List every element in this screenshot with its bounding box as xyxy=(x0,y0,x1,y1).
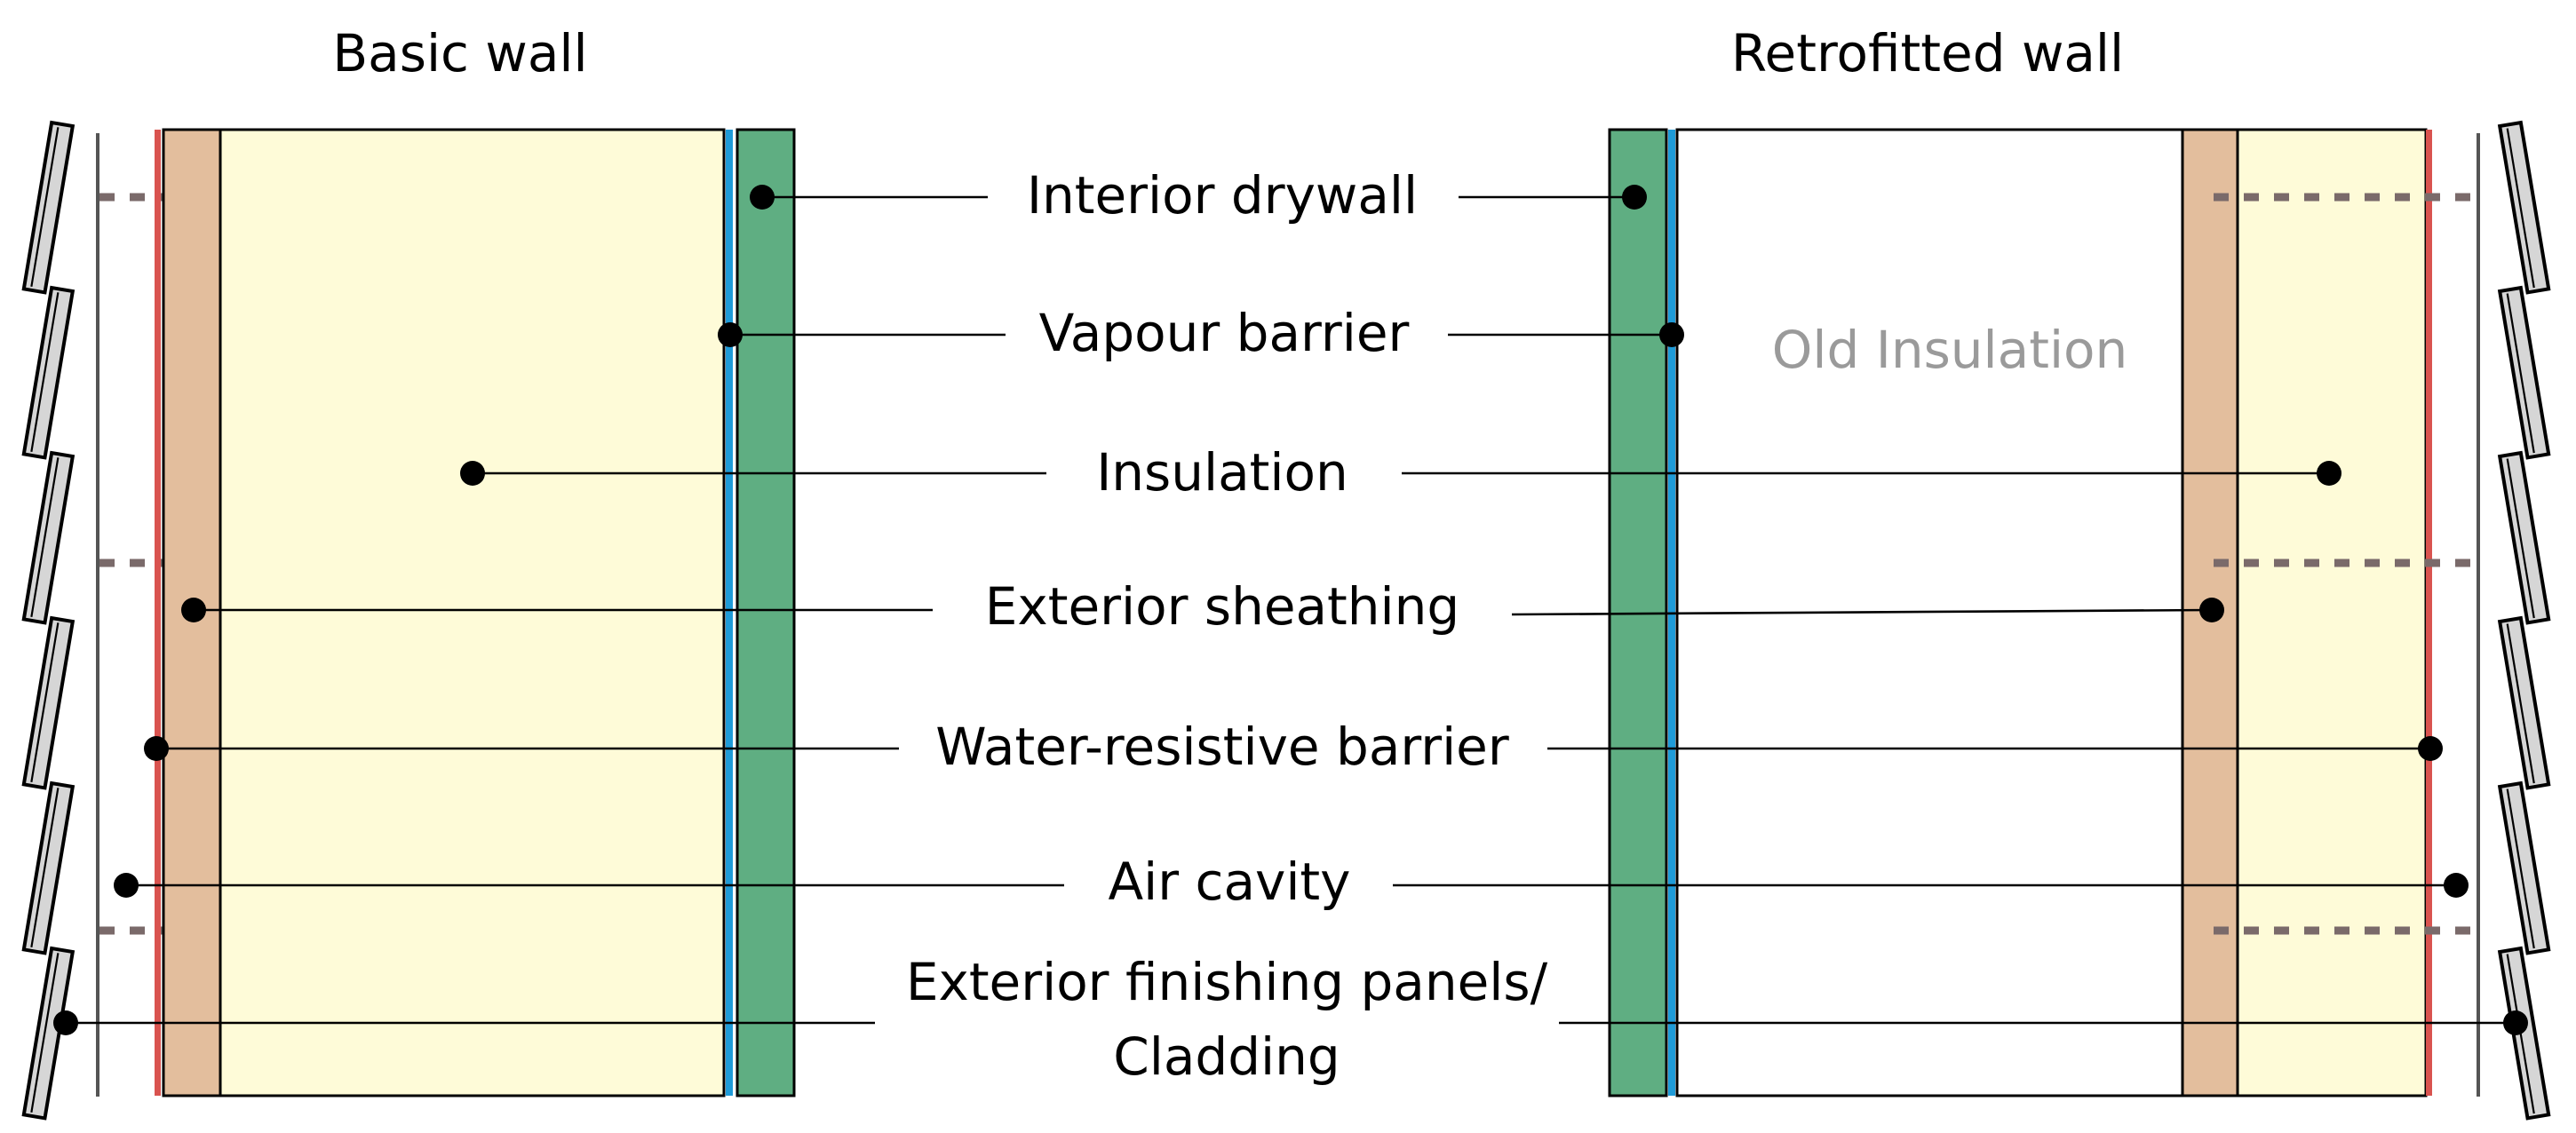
dot-retro-water-resistive-barrier xyxy=(2418,736,2443,761)
retro-cladding-panel xyxy=(2497,946,2551,1121)
dot-basic-air-cavity xyxy=(114,873,139,898)
label-cladding-line2: Cladding xyxy=(1113,1026,1340,1087)
dot-retro-insulation xyxy=(2317,461,2341,486)
dot-basic-cladding xyxy=(53,1010,78,1035)
basic-water-resistive-barrier xyxy=(155,130,161,1096)
leader-exterior-sheathing-right xyxy=(1511,608,2213,616)
retro-new-insulation xyxy=(2236,128,2428,1097)
dot-basic-insulation xyxy=(460,461,485,486)
retro-cladding-panels xyxy=(2497,120,2551,1121)
retrofitted-wall: Old Insulation xyxy=(1608,120,2551,1121)
dot-retro-air-cavity xyxy=(2444,873,2469,898)
retro-water-resistive-barrier xyxy=(2426,130,2432,1096)
dot-retro-vapour-barrier xyxy=(1659,322,1684,347)
label-exterior-sheathing: Exterior sheathing xyxy=(985,576,1460,637)
basic-cladding-panel xyxy=(21,285,76,460)
basic-cladding-panel xyxy=(21,450,76,625)
retrofitted-wall-title: Retrofitted wall xyxy=(1731,23,2124,83)
label-interior-drywall: Interior drywall xyxy=(1027,165,1418,226)
basic-interior-drywall xyxy=(735,128,796,1097)
basic-wall xyxy=(21,120,796,1121)
retro-cladding-panel xyxy=(2497,285,2551,460)
dot-retro-interior-drywall xyxy=(1622,185,1647,210)
retro-cladding-panel xyxy=(2497,450,2551,625)
label-vapour-barrier: Vapour barrier xyxy=(1039,303,1410,363)
retro-cladding-panel xyxy=(2497,780,2551,955)
dot-basic-interior-drywall xyxy=(750,185,775,210)
dot-retro-exterior-sheathing xyxy=(2199,598,2224,622)
label-cladding-line1: Exterior finishing panels/ xyxy=(906,952,1548,1012)
dot-retro-cladding xyxy=(2503,1010,2528,1035)
basic-cladding-panel xyxy=(21,120,76,295)
retro-cladding-panel xyxy=(2497,615,2551,790)
labels: Interior drywall Vapour barrier Insulati… xyxy=(906,165,1548,1087)
label-water-resistive-barrier: Water-resistive barrier xyxy=(935,717,1509,777)
label-air-cavity: Air cavity xyxy=(1108,852,1350,912)
dot-basic-water-resistive-barrier xyxy=(144,736,169,761)
basic-cladding-panel xyxy=(21,780,76,955)
basic-cladding-panel xyxy=(21,946,76,1121)
basic-cladding-panels xyxy=(21,120,76,1121)
dot-basic-vapour-barrier xyxy=(718,322,743,347)
leaders xyxy=(53,185,2528,1035)
label-insulation: Insulation xyxy=(1096,442,1348,503)
basic-cladding-panel xyxy=(21,615,76,790)
retro-cladding-panel xyxy=(2497,120,2551,295)
dot-basic-exterior-sheathing xyxy=(181,598,206,622)
basic-wall-title: Basic wall xyxy=(332,23,587,83)
basic-insulation xyxy=(219,128,726,1097)
old-insulation-label: Old Insulation xyxy=(1772,320,2128,380)
basic-vapour-barrier xyxy=(726,130,733,1096)
